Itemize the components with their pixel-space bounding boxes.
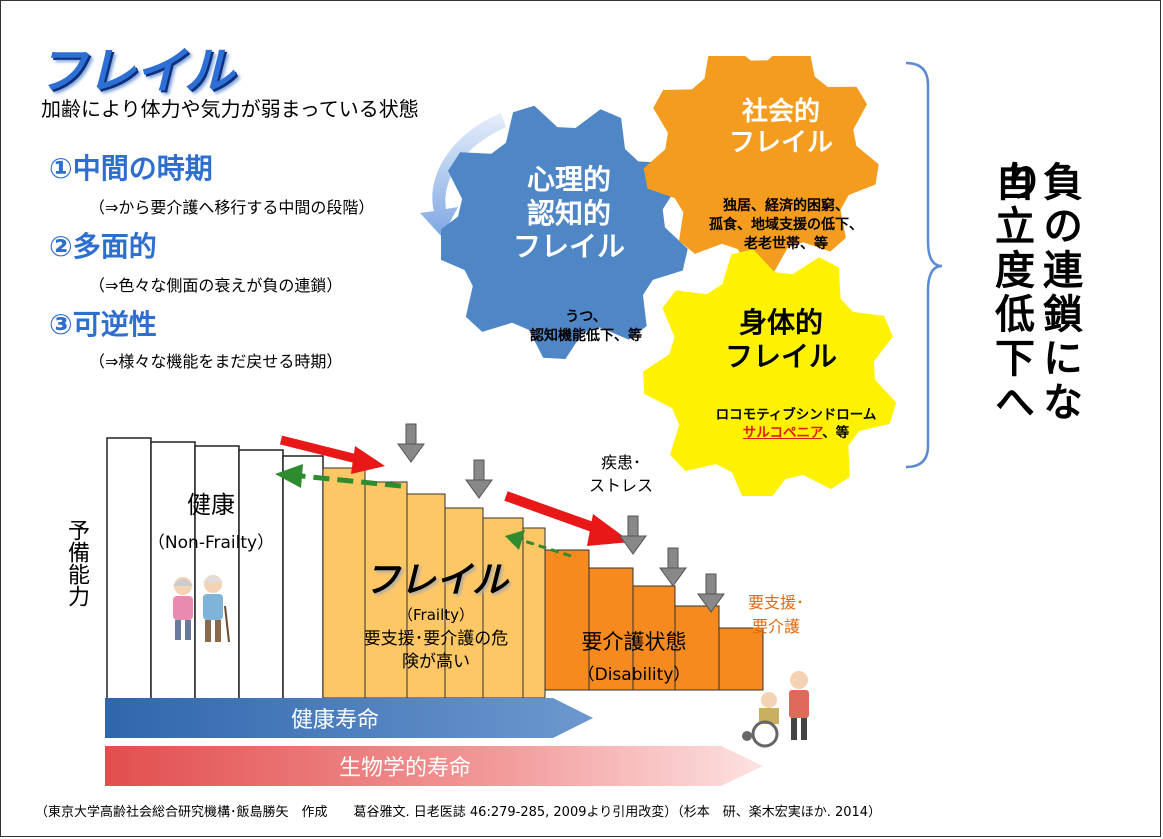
gear-social-title: 社会的 フレイル [721,97,841,159]
negative-chain-text: 負の連鎖になり 自立度低下へ [979,161,1082,451]
gear-social-detail3: 老老世帯、等 [744,235,828,252]
healthy-stairs [106,437,324,711]
gear-physical-line2: フレイル [724,339,837,373]
point-1-label: ①中間の時期 [49,152,213,185]
gear-psych-shape [441,105,688,359]
red-arrow-icon [279,435,385,474]
disease-line2: ストレス [588,476,653,496]
disability-sub: （Disability） [577,665,691,685]
point-2-label: ②多面的 [49,230,157,263]
point-1-note: （⇒から要介護へ移行する中間の段階） [89,198,375,217]
bio-life-bar [105,746,763,786]
point-3-note: （⇒様々な機能をまだ戻せる時期） [89,352,343,371]
gear-physical-detail1: ロコモティブシンドローム [715,407,877,423]
health-life-bar [105,698,593,738]
healthy-label: 健康 [187,491,235,519]
gear-physical-icon [643,249,897,496]
gear-psych-line3: フレイル [512,230,625,264]
green-arrow-icon [505,530,572,558]
gear-psych-line1: 心理的 [526,163,611,196]
citation: （東京大学高齢社会総合研究機構･飯島勝矢 作成 葛谷雅文. 日老医誌 46:27… [35,805,882,820]
elderly-couple-icon [173,575,230,643]
gear-psych-detail2: 認知機能低下、等 [530,327,642,344]
frailty-sub: （Frailty） [398,606,474,624]
brace-icon [905,61,943,469]
gear-social-icon [643,56,879,274]
sarcopenia-highlight: サルコペニア [742,425,823,442]
gear-physical-detail2-rest: 、等 [822,425,850,442]
gear-social-line2: フレイル [728,128,833,159]
support-line1: 要支援･ [747,593,804,612]
subtitle: 加齢により体力や気力が弱まっている状態 [41,97,419,121]
right-text-col1: 負の連鎖になり [996,161,1082,425]
green-arrow-icon [275,464,402,489]
gear-physical-shape [643,249,897,496]
bio-life-label: 生物学的寿命 [338,756,471,781]
gear-social-shape [643,56,879,274]
frailty-label: フレイル [363,560,508,601]
page-title: フレイル [37,42,234,100]
curved-arrow-icon [420,113,506,237]
caregiver-wheelchair-icon [742,671,809,748]
gear-social-detail1: 独居、経済的困窮、 [723,198,849,214]
stairs-diagram [105,423,809,786]
point-3-label: ③可逆性 [49,308,157,341]
gear-psych-detail1: うつ、 [565,309,607,325]
gear-psych-title: 心理的 認知的 フレイル [509,163,629,264]
disability-stairs [544,549,764,691]
support-line2: 要介護 [751,617,800,636]
down-arrow-icon [659,547,687,587]
gears-diagram [441,56,897,496]
disease-line1: 疾患･ [600,453,641,472]
point-2-note: （⇒色々な側面の衰えが負の連鎖） [89,276,343,295]
gear-social-details: 独居、経済的困窮、 孤食、地域支援の低下、 老老世帯、等 [691,197,881,254]
frailty-desc2: 険が高い [402,651,470,672]
frailty-stairs [322,467,546,699]
down-arrow-icon [397,423,425,463]
gear-psych-line2: 認知的 [526,196,611,230]
gear-physical-line1: 身体的 [738,306,823,339]
gear-physical-title: 身体的 フレイル [711,306,851,373]
down-arrow-icon [465,459,493,499]
frailty-description: 要支援･要介護の危 険が高い [326,628,546,674]
disability-label: 要介護状態 [581,630,687,654]
gear-social-detail2: 孤食、地域支援の低下、 [709,216,863,233]
down-arrow-icon [619,515,647,555]
reserve-capacity-label: 予備能力 [64,519,89,607]
frailty-desc1: 要支援･要介護の危 [363,629,509,649]
healthy-sub: （Non-Frailty） [147,533,275,553]
down-arrow-icon [697,573,725,613]
gear-psych-details: うつ、 認知機能低下、等 [496,308,676,346]
red-arrow-icon [504,491,631,546]
gear-physical-details: ロコモティブシンドローム サルコペニア、等 [691,406,901,442]
disease-stress-label: 疾患･ ストレス [571,451,671,497]
gear-social-line1: 社会的 [741,97,820,127]
gear-psych-icon [441,105,688,359]
health-life-label: 健康寿命 [290,708,379,733]
right-text-col2: 自立度低下へ [988,161,1034,425]
support-care-label: 要支援･ 要介護 [731,591,821,639]
